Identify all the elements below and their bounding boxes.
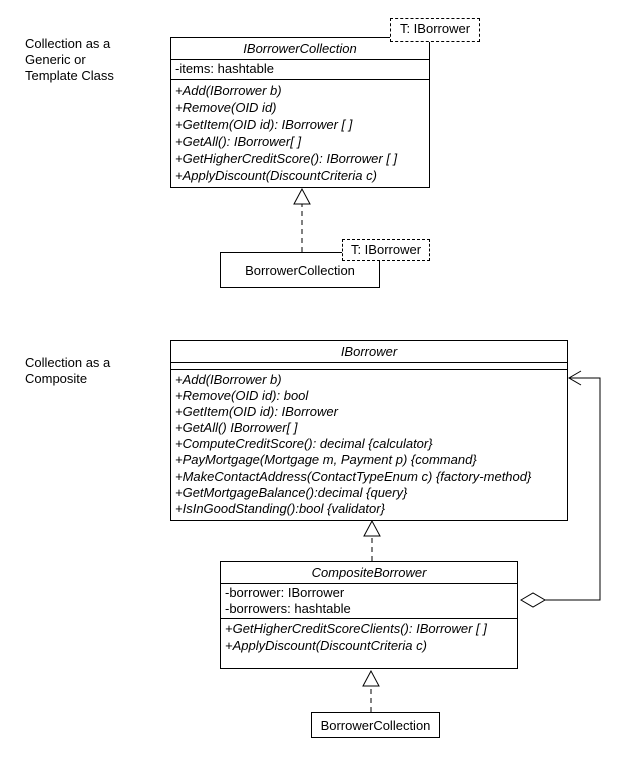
template-parameter-borrowercollection: T: IBorrower (342, 239, 430, 261)
compartment-separator (171, 59, 429, 60)
attribute-item: -borrowers: hashtable (225, 600, 351, 616)
class-title: BorrowerCollection (245, 262, 355, 278)
method-item: +GetItem(OID id): IBorrower [ ] (175, 116, 353, 132)
label-line: Template Class (25, 68, 114, 83)
method-item: +Add(IBorrower b) (175, 372, 282, 387)
class-compositeborrower: CompositeBorrower -borrower: IBorrower -… (220, 561, 518, 669)
method-item: +MakeContactAddress(ContactTypeEnum c) {… (175, 468, 532, 484)
method-item: +Remove(OID id) (175, 99, 277, 115)
attributes-compartment: -borrower: IBorrower -borrowers: hashtab… (221, 584, 517, 618)
method-item: +Add(IBorrower b) (175, 82, 282, 98)
label-line: Collection as a (25, 36, 111, 51)
method-item: +ApplyDiscount(DiscountCriteria c) (175, 167, 377, 183)
method-item: +ApplyDiscount(DiscountCriteria c) (225, 637, 427, 653)
class-title: BorrowerCollection (320, 717, 431, 733)
compartment-separator (221, 618, 517, 619)
methods-compartment: +Add(IBorrower b) +Remove(OID id) +GetIt… (171, 80, 429, 186)
method-item: +GetAll(): IBorrower[ ] (175, 133, 302, 149)
method-item: +ComputeCreditScore(): decimal {calculat… (175, 436, 433, 452)
class-iborrower: IBorrower +Add(IBorrower b) +Remove(OID … (170, 340, 568, 521)
label-line: Composite (25, 371, 88, 386)
class-title: IBorrower (340, 344, 398, 359)
method-item: +GetHigherCreditScoreClients(): IBorrowe… (225, 621, 487, 636)
class-title: IBorrowerCollection (243, 41, 357, 56)
method-item: +IsInGoodStanding():bool {validator} (175, 500, 385, 516)
label-line: Collection as a (25, 355, 111, 370)
attribute-item: -items: hashtable (175, 61, 274, 76)
method-item: +GetItem(OID id): IBorrower (175, 404, 338, 420)
attributes-compartment: -items: hashtable (171, 60, 429, 79)
method-item: +GetHigherCreditScore(): IBorrower [ ] (175, 150, 398, 166)
label-composite: Collection as a Composite (25, 355, 110, 387)
method-item: +GetMortgageBalance():decimal {query} (175, 484, 408, 500)
methods-compartment: +Add(IBorrower b) +Remove(OID id): bool … (171, 370, 567, 519)
compartment-separator (171, 362, 567, 363)
open-arrowhead (568, 370, 582, 386)
label-line: Generic or (25, 52, 86, 67)
realization-arrow-composite (363, 519, 381, 561)
class-borrowercollection-composite: BorrowerCollection (311, 712, 440, 738)
aggregation-diamond (520, 592, 546, 608)
class-title: CompositeBorrower (311, 565, 427, 580)
compartment-separator (171, 78, 429, 80)
methods-compartment: +GetHigherCreditScoreClients(): IBorrowe… (221, 619, 517, 656)
method-item: +PayMortgage(Mortgage m, Payment p) {com… (175, 452, 477, 468)
template-parameter-iborrowercollection: T: IBorrower (390, 18, 480, 42)
class-iborrowercollection: IBorrowerCollection -items: hashtable +A… (170, 37, 430, 188)
realization-arrow-borrowercollection (362, 669, 380, 712)
method-item: +Remove(OID id): bool (175, 388, 309, 404)
method-item: +GetAll() IBorrower[ ] (175, 420, 298, 436)
compartment-separator (221, 583, 517, 584)
attribute-item: -borrower: IBorrower (225, 585, 345, 600)
realization-arrow-generic (293, 187, 311, 252)
label-generic-template: Collection as a Generic or Template Clas… (25, 36, 114, 84)
compartment-separator (171, 369, 567, 370)
